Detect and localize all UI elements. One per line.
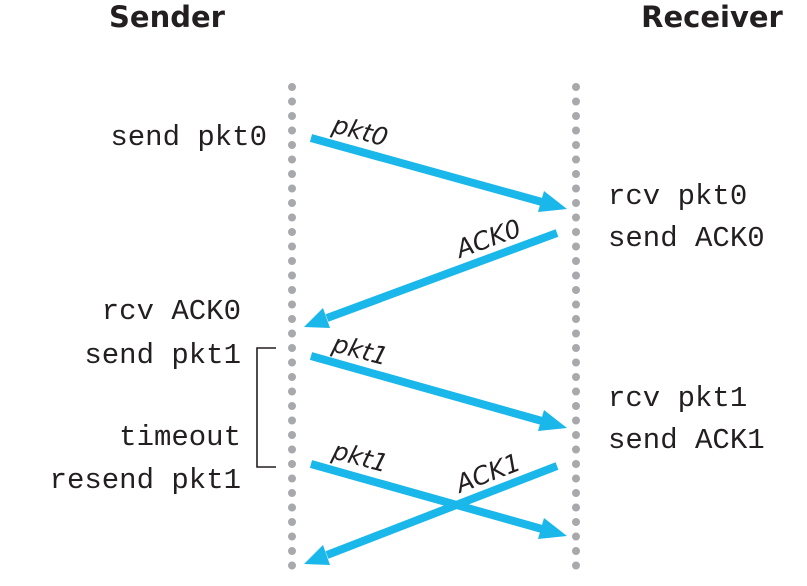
receiver-event-rcv-pkt1: rcv pkt1 [608,382,747,415]
sender-event-timeout: timeout [119,421,241,454]
sender-event-rcv-ack0: rcv ACK0 [102,295,241,328]
receiver-event-rcv-pkt0: rcv pkt0 [608,180,747,213]
ack1-arrow [304,462,559,565]
receiver-event-send-ack0: send ACK0 [608,222,765,255]
sender-event-send-pkt1: send pkt1 [84,339,241,372]
sender-event-send-pkt0: send pkt0 [110,121,267,154]
pkt1-resend-arrow [309,460,567,539]
pkt0-arrow [309,134,567,212]
timeout-bracket [256,347,276,468]
sender-header: Sender [109,0,226,34]
sender-event-resend-pkt1: resend pkt1 [50,464,241,497]
pkt1-arrow [309,352,567,431]
receiver-event-send-ack1: send ACK1 [608,424,765,457]
ack0-arrow [304,229,559,328]
receiver-header: Receiver [641,0,783,34]
